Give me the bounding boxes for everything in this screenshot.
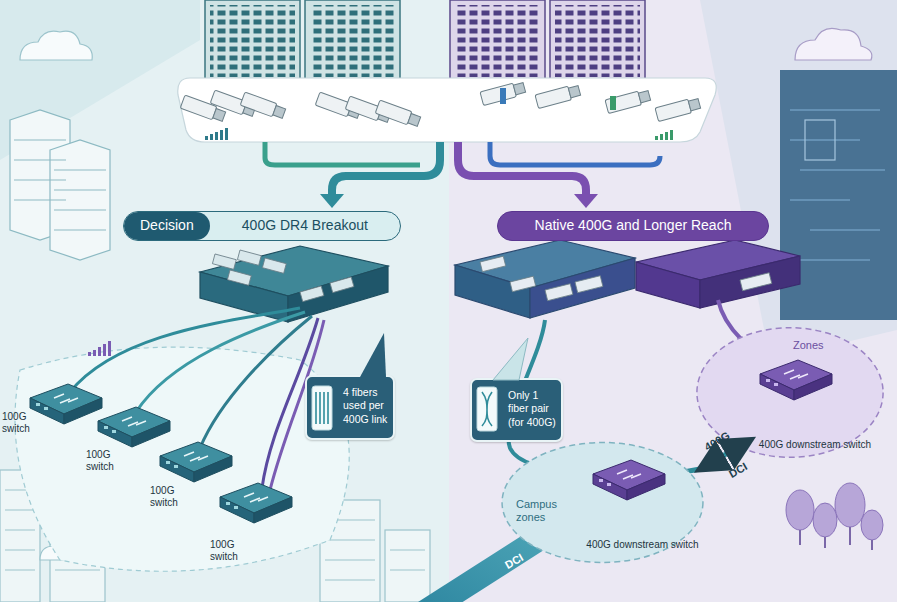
node-text: Campus zones bbox=[516, 498, 578, 524]
node-text: Decision bbox=[124, 212, 210, 240]
decision-pill: Decision400G DR4 Breakout bbox=[123, 211, 401, 241]
node-text: 100G switch bbox=[86, 449, 126, 472]
node-text: Only 1 fiber pair (for 400G) bbox=[508, 389, 560, 429]
zone-region: Campus zones 400G downstream switch bbox=[500, 440, 705, 565]
node-text: 400G downstream switch bbox=[585, 539, 700, 551]
node-text: 100G switch bbox=[2, 411, 42, 434]
switch-node: 100G switch bbox=[210, 480, 296, 562]
node-text: 400G downstream switch bbox=[750, 439, 880, 451]
node-text: 4 fibers used per 400G link bbox=[343, 386, 395, 426]
switch-node: 100G switch bbox=[2, 380, 102, 434]
node-text: Zones bbox=[793, 339, 824, 351]
option-pill: Native 400G and Longer Reach bbox=[497, 211, 769, 241]
node-text: 400G DR4 Breakout bbox=[210, 212, 400, 240]
switch-node: 400G downstream switch bbox=[750, 355, 880, 450]
callout-box: 4 fibers used per 400G link bbox=[305, 375, 395, 440]
node-text: 100G switch bbox=[150, 485, 190, 508]
callout-box: Only 1 fiber pair (for 400G) bbox=[470, 378, 563, 442]
switch-node: 100G switch bbox=[150, 440, 234, 508]
switch-node: 400G downstream switch bbox=[585, 455, 700, 550]
node-text: Native 400G and Longer Reach bbox=[498, 212, 768, 239]
switch-node: 100G switch bbox=[86, 404, 170, 472]
node-text: 100G switch bbox=[210, 539, 250, 562]
